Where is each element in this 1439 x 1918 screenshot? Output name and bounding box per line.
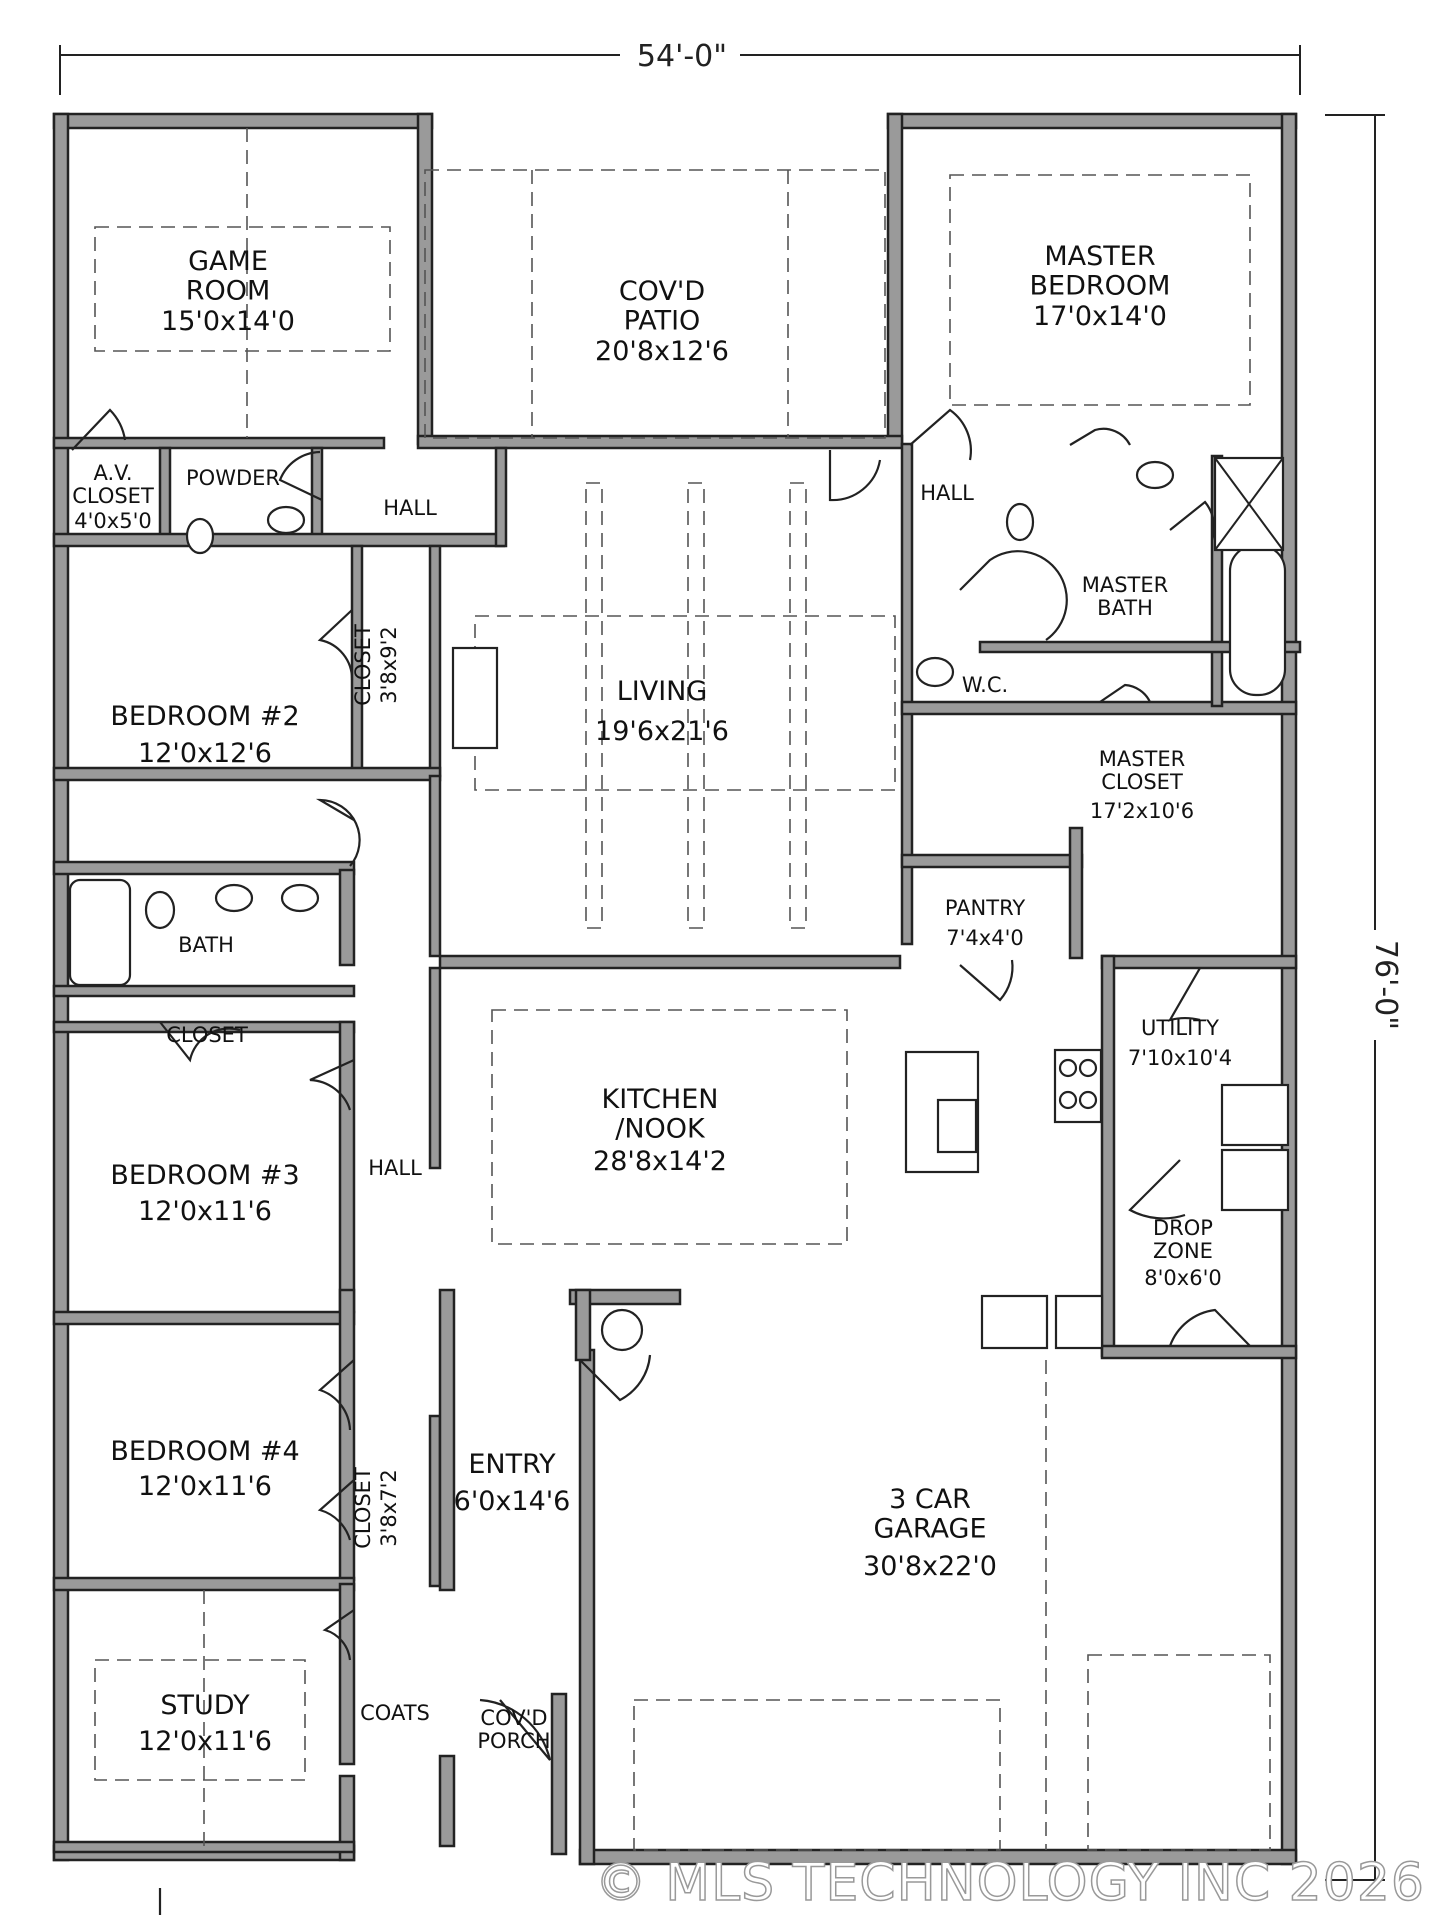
size-master-bedroom: 17'0x14'0: [1033, 301, 1167, 332]
washer-icon: [1220, 1083, 1290, 1147]
label-line: CLOSET: [1101, 770, 1183, 794]
sink-icon: [1135, 460, 1175, 490]
room-kitchen-nook: KITCHEN/NOOK: [602, 1084, 719, 1145]
room-living: LIVING: [617, 676, 708, 707]
label-line: /NOOK: [615, 1114, 706, 1145]
room-bedroom-4: BEDROOM #4: [110, 1436, 299, 1467]
freezer-icon: [1054, 1294, 1104, 1350]
size-entry: 6'0x14'6: [454, 1486, 571, 1517]
toilet-icon: [144, 890, 176, 930]
sink-icon: [936, 1098, 978, 1154]
room-powder: POWDER: [186, 466, 280, 490]
label-line: PORCH: [477, 1729, 550, 1753]
size-kitchen-nook: 28'8x14'2: [593, 1146, 727, 1177]
size-game-room: 15'0x14'0: [161, 306, 295, 337]
room-bedroom-2: BEDROOM #2: [110, 701, 299, 732]
size-closet-bed2: 3'8x9'2: [377, 626, 401, 703]
room-entry: ENTRY: [468, 1449, 556, 1480]
size-master-closet: 17'2x10'6: [1090, 799, 1194, 823]
room-bath: BATH: [178, 933, 234, 957]
size-drop-zone: 8'0x6'0: [1144, 1266, 1221, 1290]
size-bedroom-2: 12'0x12'6: [138, 738, 272, 769]
label-line: ROOM: [186, 276, 271, 307]
room-hall-upper-left: HALL: [383, 496, 437, 520]
room-wc: W.C.: [962, 673, 1008, 697]
label-line: BEDROOM: [1030, 271, 1171, 302]
width-label: 54'-0": [637, 39, 727, 74]
fireplace-icon: [451, 646, 499, 750]
size-bedroom-4: 12'0x11'6: [138, 1471, 272, 1502]
label-line: GARAGE: [873, 1514, 986, 1545]
bathtub-icon: [1228, 543, 1287, 697]
refrigerator-icon: [980, 1294, 1049, 1350]
room-coats: COATS: [360, 1701, 430, 1725]
room-study: STUDY: [160, 1690, 250, 1721]
sink-icon: [266, 505, 306, 535]
doors: [71, 408, 1251, 1915]
size-living: 19'6x21'6: [595, 716, 729, 747]
water-heater-icon: [600, 1308, 644, 1352]
label-line: CLOSET: [72, 484, 154, 508]
room-closet-bed2: CLOSET: [351, 624, 375, 706]
size-closet-bed4: 3'8x7'2: [377, 1469, 401, 1546]
size-garage: 30'8x22'0: [863, 1551, 997, 1582]
sink-icon: [214, 883, 254, 913]
room-hall-upper-right: HALL: [920, 481, 974, 505]
interior-walls: [52, 436, 1302, 1856]
size-pantry: 7'4x4'0: [946, 926, 1023, 950]
size-study: 12'0x11'6: [138, 1726, 272, 1757]
label-line: ZONE: [1153, 1239, 1213, 1263]
size-covd-patio: 20'8x12'6: [595, 336, 729, 367]
size-bedroom-3: 12'0x11'6: [138, 1196, 272, 1227]
range-icon: [1053, 1048, 1103, 1124]
width-dimension: 54'-0": [59, 38, 1301, 95]
room-closet-bed4: CLOSET: [351, 1467, 375, 1549]
room-utility: UTILITY: [1141, 1016, 1219, 1040]
depth-label: 76'-0": [1368, 940, 1403, 1030]
watermark: © MLS TECHNOLOGY INC 2026: [595, 1853, 1425, 1913]
fixtures: [68, 456, 1290, 1352]
room-pantry: PANTRY: [945, 896, 1025, 920]
bathtub-icon: [68, 878, 132, 987]
toilet-icon: [915, 656, 955, 688]
room-closet-hall: CLOSET: [166, 1023, 248, 1047]
label-line: BATH: [1097, 596, 1153, 620]
room-bedroom-3: BEDROOM #3: [110, 1160, 299, 1191]
room-av-closet: A.V.CLOSET: [72, 461, 154, 508]
size-av-closet: 4'0x5'0: [74, 509, 151, 533]
sink-icon: [280, 883, 320, 913]
label-line: PATIO: [624, 306, 701, 337]
dryer-icon: [1220, 1148, 1290, 1212]
toilet-icon: [185, 517, 215, 555]
room-hall-center: HALL: [368, 1156, 422, 1180]
depth-dimension: 76'-0": [1325, 114, 1403, 1881]
sink-icon: [1005, 502, 1035, 542]
size-utility: 7'10x10'4: [1128, 1046, 1232, 1070]
